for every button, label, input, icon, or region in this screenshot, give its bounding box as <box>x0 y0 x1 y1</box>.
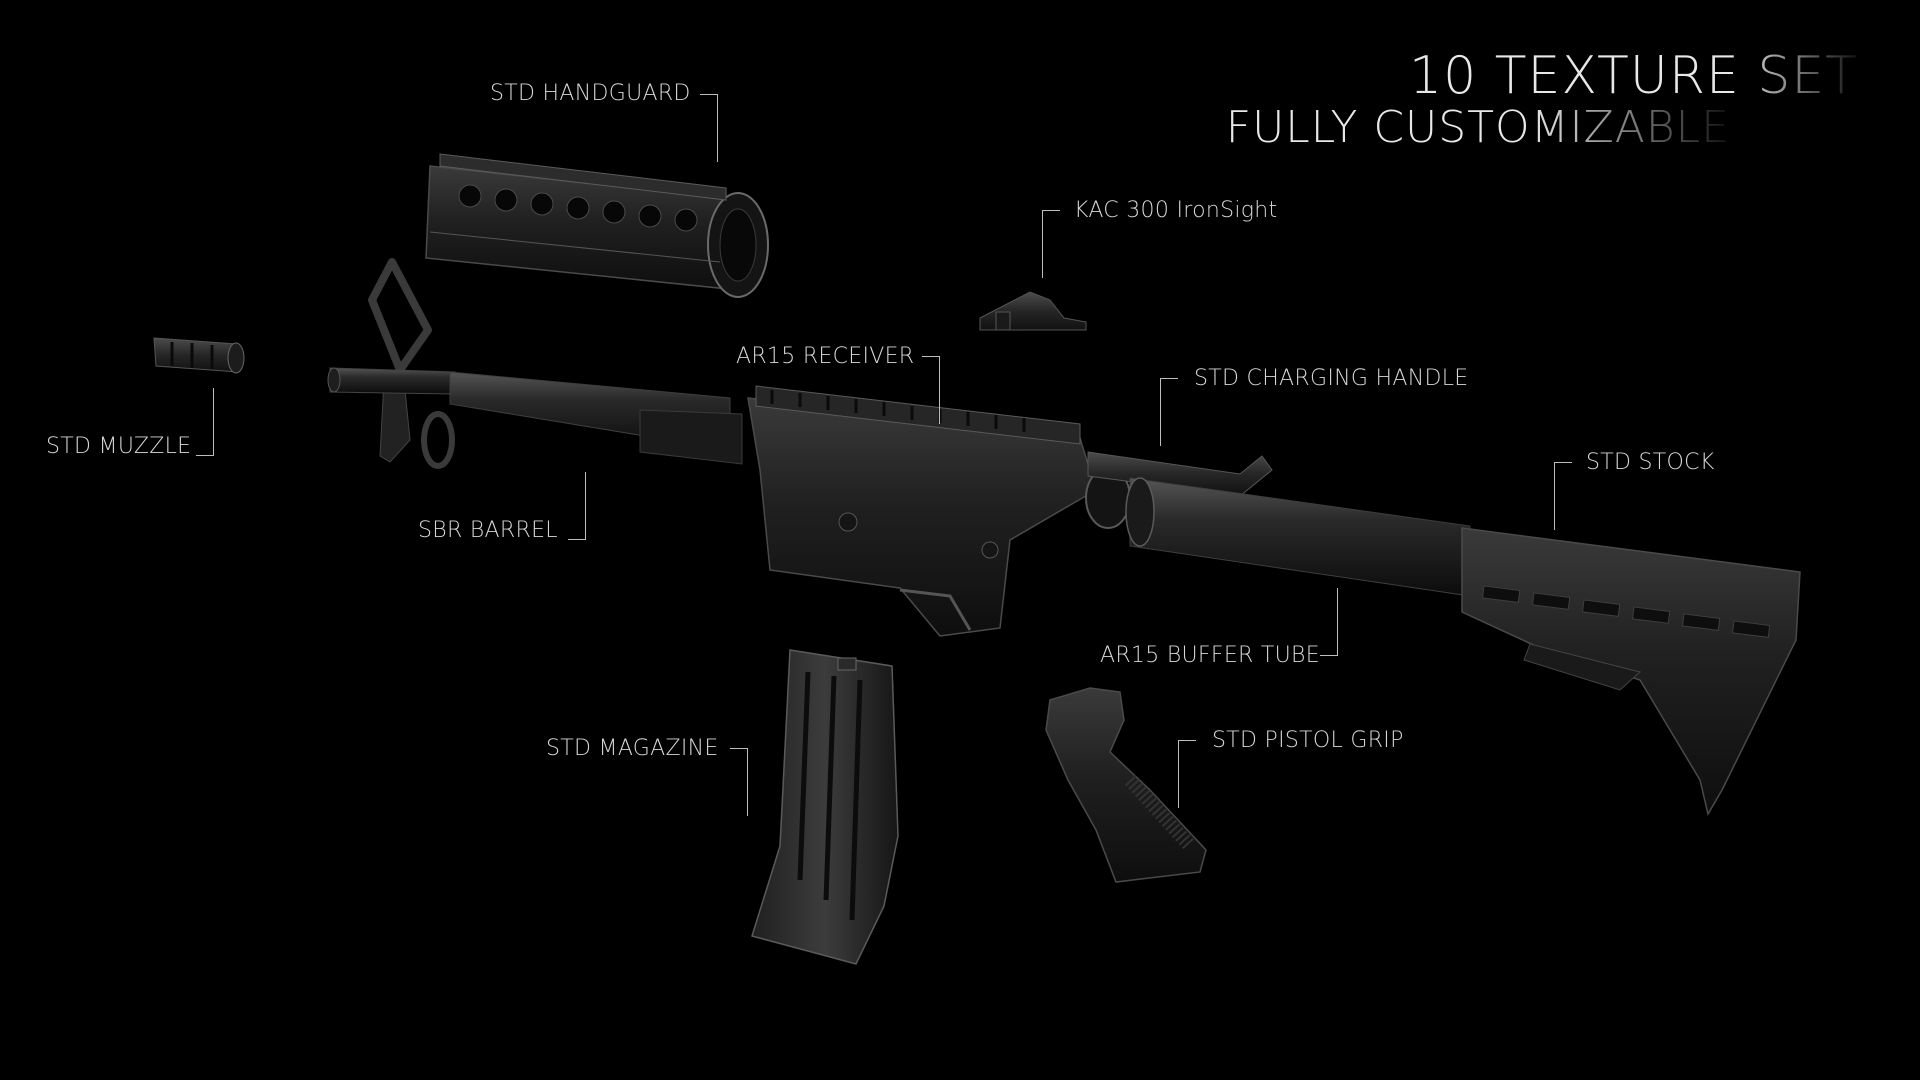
label-ironsight: KAC 300 IronSight <box>1074 198 1278 223</box>
buffer-tube-part <box>1125 477 1471 597</box>
ironsight-part <box>979 291 1087 331</box>
label-handguard: STD HANDGUARD <box>490 81 691 106</box>
leader-buffer-tube <box>1320 588 1338 656</box>
barrel-part <box>327 367 743 465</box>
headline-customizable: FULLY CUSTOMIZABLE <box>1225 102 1730 153</box>
receiver-part <box>747 385 1131 637</box>
label-muzzle: STD MUZZLE <box>46 434 192 459</box>
label-magazine: STD MAGAZINE <box>546 736 719 761</box>
leader-ironsight <box>1042 210 1060 278</box>
label-barrel: SBR BARREL <box>418 518 558 543</box>
charging-handle-part <box>1087 451 1273 497</box>
muzzle-part <box>153 337 245 374</box>
stock-part <box>1461 527 1801 817</box>
label-pistol-grip: STD PISTOL GRIP <box>1212 728 1404 753</box>
label-buffer-tube: AR15 BUFFER TUBE <box>1100 643 1320 668</box>
headline-texture-set: 10 TEXTURE SET <box>1409 46 1858 106</box>
label-receiver: AR15 RECEIVER <box>736 344 915 369</box>
label-charging-handle: STD CHARGING HANDLE <box>1194 366 1469 391</box>
leader-receiver <box>922 356 940 424</box>
handguard-part <box>425 153 769 298</box>
label-stock: STD STOCK <box>1586 450 1715 475</box>
front-sight-part <box>368 258 455 469</box>
leader-handguard <box>700 94 718 162</box>
magazine-part <box>751 649 899 965</box>
leader-pistol-grip <box>1178 740 1196 808</box>
leader-muzzle <box>196 388 214 456</box>
leader-charging-handle <box>1160 378 1178 446</box>
pistol-grip-part <box>1045 687 1207 883</box>
leader-stock <box>1554 462 1572 530</box>
leader-magazine <box>730 748 748 816</box>
leader-barrel <box>568 472 586 540</box>
